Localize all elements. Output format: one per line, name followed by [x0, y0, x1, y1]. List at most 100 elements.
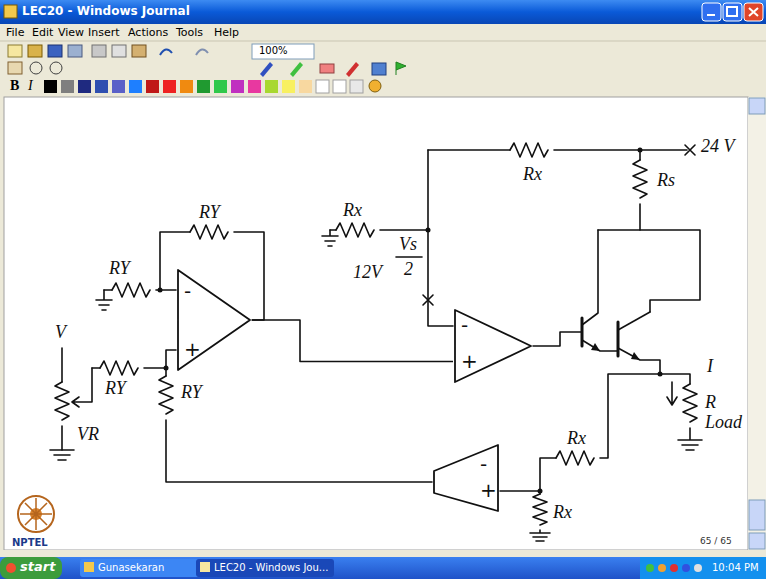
- logo-text: NPTEL: [12, 537, 48, 549]
- voltage-label: 12V: [352, 262, 383, 283]
- wire: [500, 458, 556, 491]
- color-swatch: [78, 80, 91, 93]
- title-bar: [0, 0, 766, 24]
- wire: [92, 367, 100, 369]
- color-swatch: [146, 80, 159, 93]
- nptel-logo: [18, 496, 54, 532]
- minimize-button: [702, 3, 721, 21]
- color-swatch: [231, 80, 244, 93]
- tray-icon: [694, 564, 702, 572]
- color-swatch: [214, 80, 227, 93]
- junction-dot: [638, 148, 643, 153]
- color-swatch: [333, 80, 346, 93]
- tray-icon: [682, 564, 690, 572]
- input-sign: -: [480, 453, 487, 476]
- op-amp: -+: [176, 268, 252, 372]
- node-mark: [423, 295, 433, 305]
- zoom-icon: [50, 62, 62, 74]
- insert-icon: [372, 63, 386, 75]
- ground-symbol: [50, 450, 74, 460]
- scrollbar: [748, 97, 766, 550]
- color-swatch: [265, 80, 278, 93]
- taskbar: [0, 557, 766, 579]
- current-arrow: [667, 382, 677, 405]
- new-icon: [8, 45, 22, 57]
- copy-icon: [112, 45, 126, 57]
- color-swatch: [44, 80, 57, 93]
- color-swatch: [95, 80, 108, 93]
- hand-icon: [8, 62, 22, 74]
- start-label: start: [20, 560, 55, 575]
- junction-dot: [426, 228, 431, 233]
- input-sign: -: [461, 314, 468, 337]
- voltage-label: 2: [403, 259, 414, 280]
- wire: [639, 204, 641, 230]
- input-sign: +: [480, 479, 497, 502]
- undo-icon: [160, 49, 172, 55]
- maximize-glyph: [727, 7, 737, 16]
- menu-item: Help: [214, 27, 239, 40]
- signal-label: VR: [76, 424, 100, 445]
- op-amp-outline: [434, 445, 498, 511]
- resistor-symbol: [556, 451, 594, 465]
- maximize-button: [723, 3, 742, 21]
- wire: [144, 350, 176, 368]
- cut-icon: [92, 45, 106, 57]
- wire: [428, 150, 453, 326]
- tray-icon: [670, 564, 678, 572]
- close-glyph: [749, 8, 758, 16]
- menu-bar: [0, 24, 766, 41]
- voltage-label: 24 V: [700, 136, 736, 157]
- window-title: LEC20 - Windows Journal: [22, 5, 190, 19]
- color-swatch: [248, 80, 261, 93]
- color-swatch: [163, 80, 176, 93]
- input-sign: +: [184, 338, 201, 361]
- start-button: [0, 557, 62, 579]
- wiper-arrow: [72, 368, 92, 407]
- color-swatch: [180, 80, 193, 93]
- ground-symbol: [96, 290, 112, 310]
- resistor-symbol: [336, 223, 374, 237]
- fraction-bar: [396, 256, 422, 258]
- transistor-emitter: [582, 340, 618, 351]
- resistor-label: RY: [108, 258, 131, 279]
- resistor-symbol: [112, 283, 150, 297]
- resistor-symbol: [683, 384, 697, 422]
- voltage-label: Vs: [398, 234, 418, 255]
- wire: [533, 332, 582, 346]
- resistor-symbol: [159, 376, 173, 414]
- resistor-symbol: [510, 143, 548, 157]
- zoom-value: 100%: [256, 45, 291, 57]
- junction-dot: [538, 489, 543, 494]
- paste-icon: [132, 45, 146, 57]
- resistor-symbol: [633, 160, 647, 198]
- resistor-label: R: [704, 392, 717, 413]
- save-icon: [48, 45, 62, 57]
- color-swatch: [129, 80, 142, 93]
- resistor-label: Rx: [566, 428, 587, 449]
- zoom-box: [252, 44, 314, 59]
- emitter-arrowhead: [631, 352, 640, 360]
- junction-dot: [658, 372, 663, 377]
- resistor-label: RY: [104, 378, 127, 399]
- ground-symbol: [530, 530, 550, 541]
- scroll-down: [749, 533, 765, 549]
- menu-item: View: [58, 27, 84, 40]
- toolbar-divider: [0, 41, 766, 42]
- menu-item: Actions: [128, 27, 168, 40]
- wire: [234, 232, 264, 320]
- color-swatch: [282, 80, 295, 93]
- ground-symbol: [322, 230, 338, 246]
- menu-item: File: [6, 27, 24, 40]
- journal-page: [4, 97, 748, 550]
- task-label: LEC20 - Windows Jou...: [214, 562, 328, 574]
- pen-icon: [260, 62, 273, 77]
- color-swatch: [299, 80, 312, 93]
- resistor-symbol: [190, 225, 228, 239]
- transistor-collector: [618, 312, 650, 330]
- tray-icon: [658, 564, 666, 572]
- wire: [380, 229, 428, 231]
- resistor-symbol: [533, 494, 547, 525]
